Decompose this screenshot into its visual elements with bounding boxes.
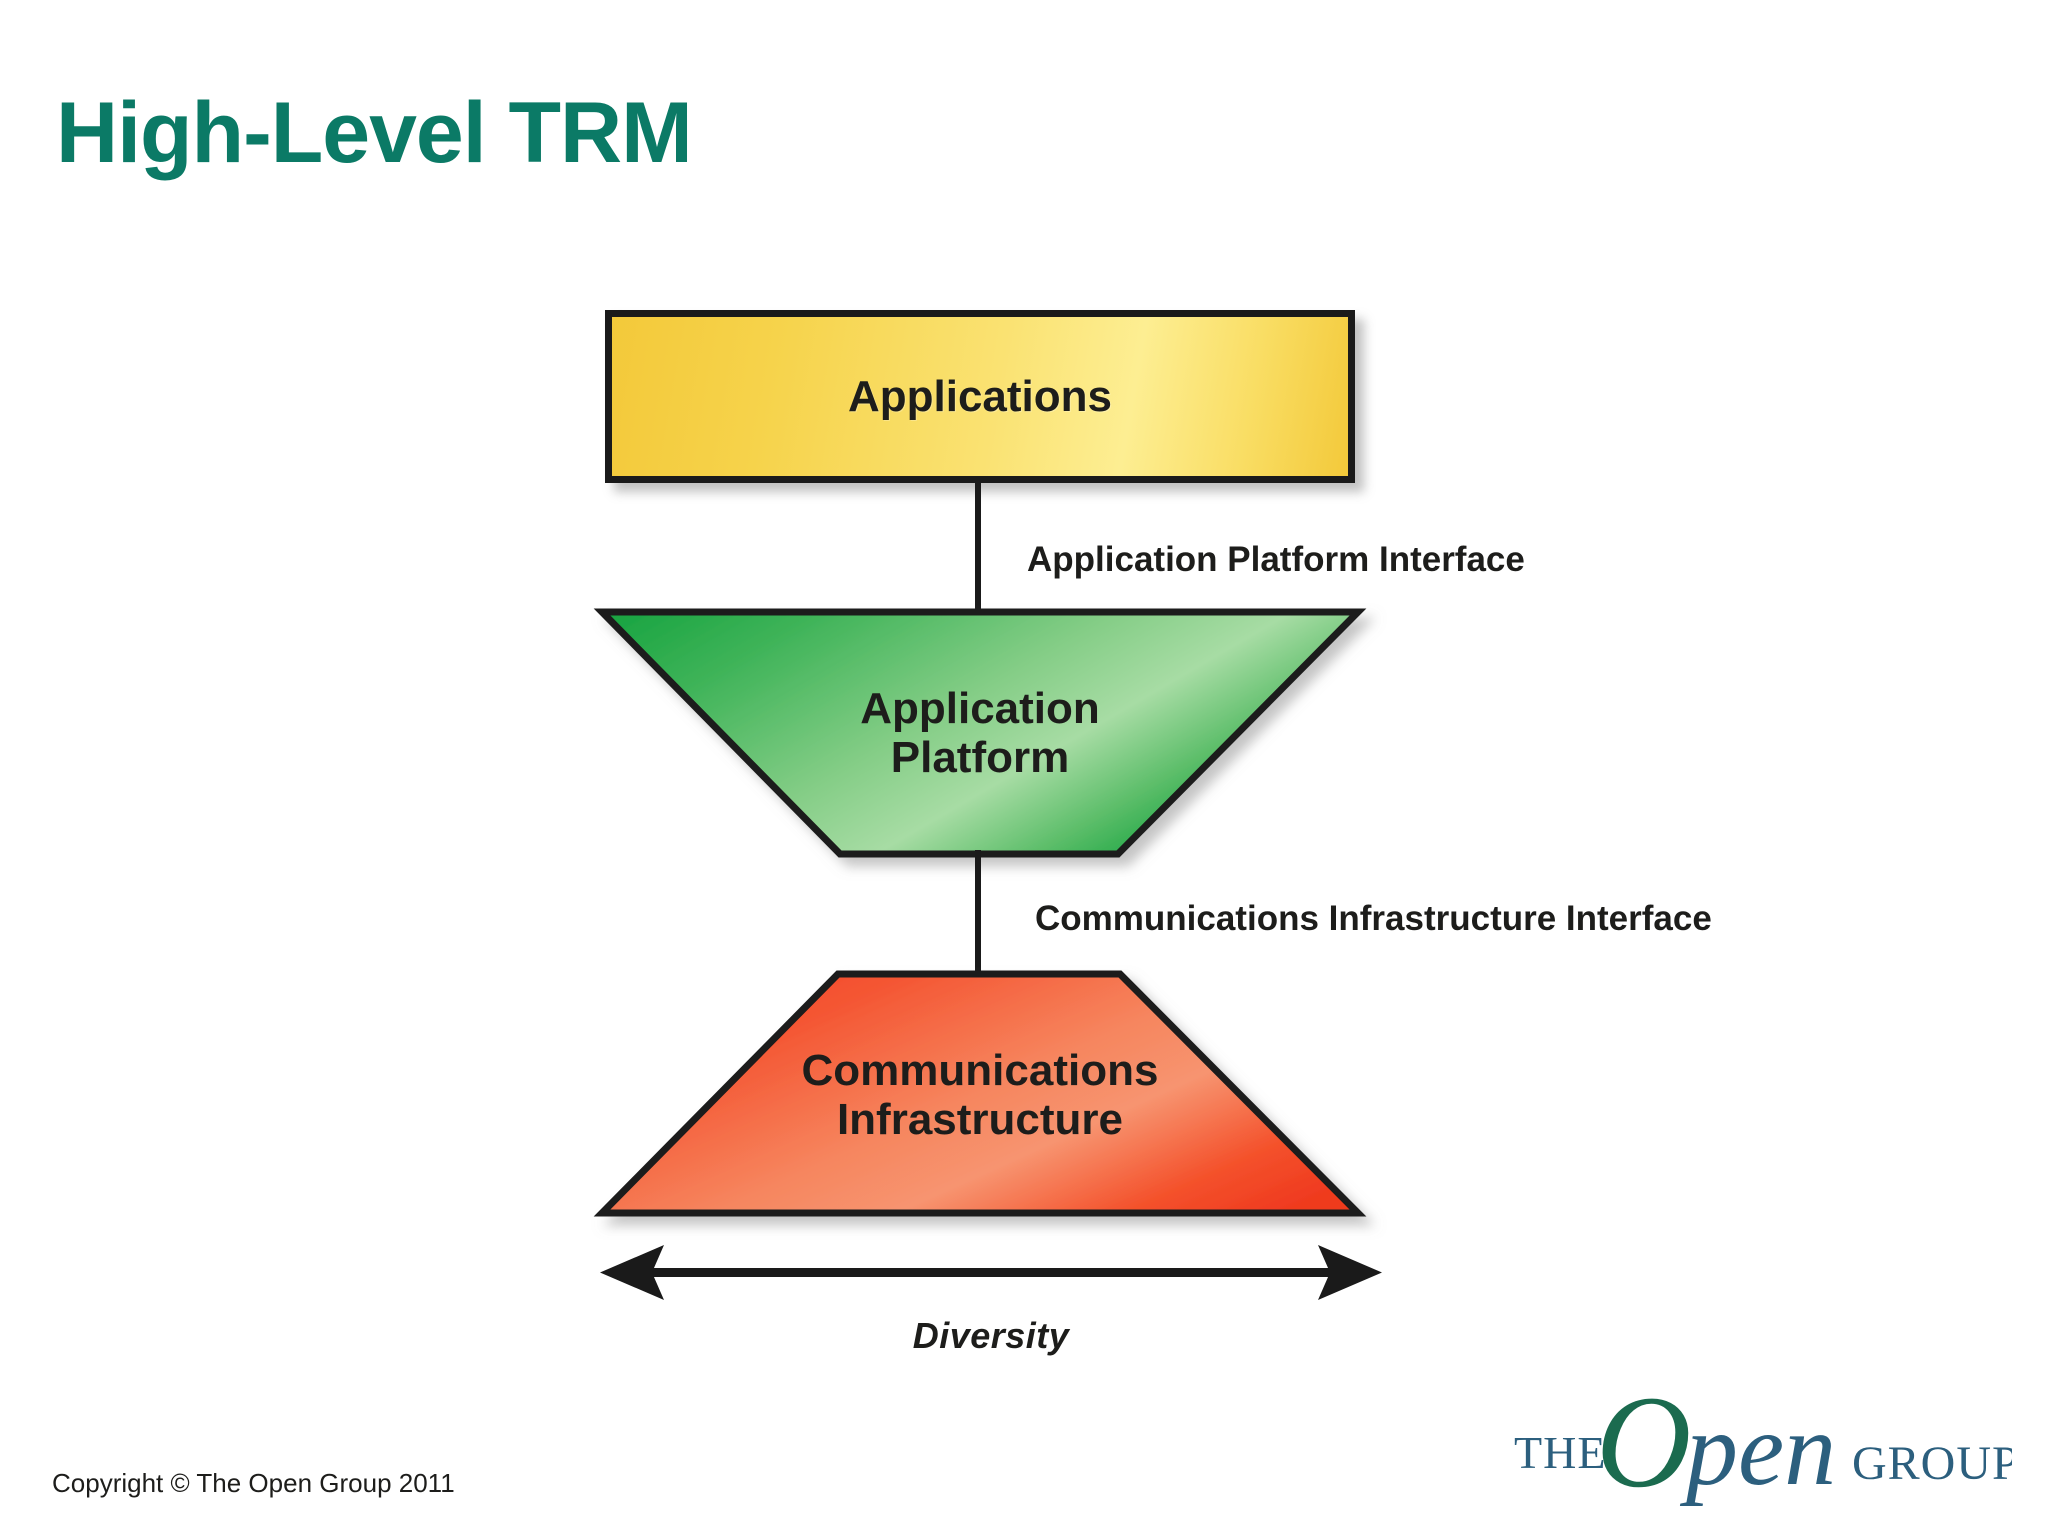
logo-pen-text: pen (1679, 1392, 1836, 1507)
logo-group-text: GROUP (1852, 1437, 2012, 1490)
diversity-axis-label: Diversity (912, 1315, 1070, 1356)
page-title: High-Level TRM (56, 85, 693, 181)
application-platform-shape (593, 608, 1367, 858)
connector-platform-to-comms (975, 850, 981, 975)
the-open-group-logo: THE O pen GROUP (1514, 1382, 2012, 1508)
interface-label-application-platform: Application Platform Interface (1027, 540, 1525, 579)
communications-infrastructure-shape (593, 970, 1367, 1217)
copyright-notice: Copyright © The Open Group 2011 (52, 1468, 455, 1498)
diversity-double-arrow-icon (600, 1245, 1382, 1300)
layer-applications[interactable]: Applications (605, 310, 1355, 483)
logo-the-text: THE (1514, 1427, 1606, 1478)
connector-applications-to-platform (975, 483, 981, 615)
logo-o-text: O (1596, 1382, 1691, 1508)
layer-application-platform[interactable] (585, 598, 1385, 888)
interface-label-communications-infrastructure: Communications Infrastructure Interface (1035, 899, 1712, 938)
layer-communications-infrastructure[interactable] (585, 958, 1385, 1248)
layer-applications-label: Applications (847, 371, 1113, 421)
